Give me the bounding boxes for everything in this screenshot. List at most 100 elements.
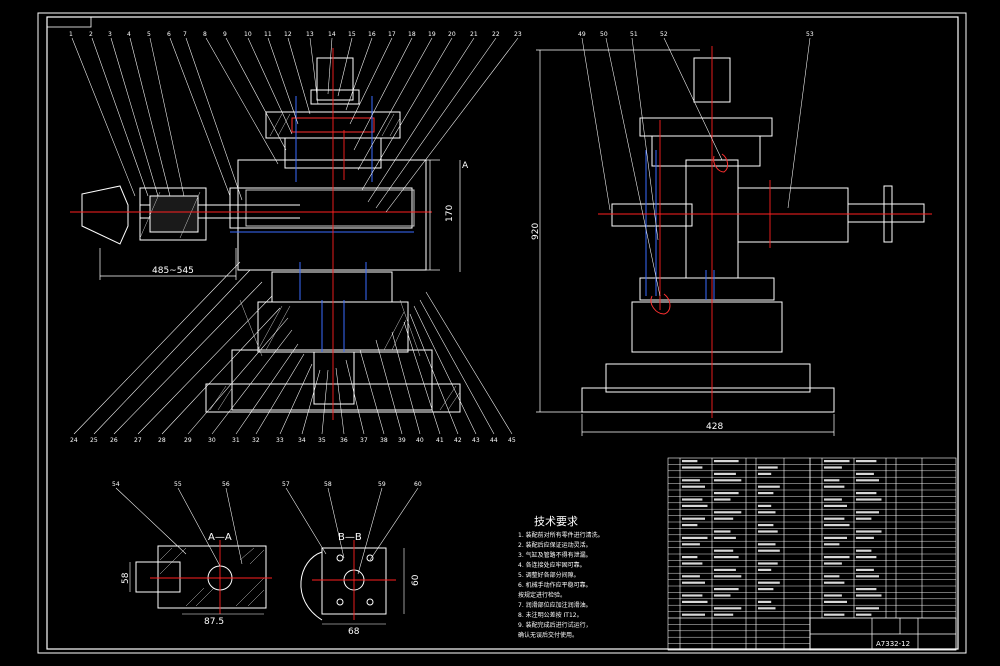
parts-list-cell-mark bbox=[824, 466, 842, 469]
section-b-hole bbox=[366, 598, 374, 606]
parts-list-cell-mark bbox=[682, 613, 705, 616]
balloon-label: 38 bbox=[380, 437, 388, 444]
lower-column bbox=[271, 271, 393, 303]
side-upper-block bbox=[651, 135, 761, 167]
section-a-balloons: 54 55 56 bbox=[112, 481, 230, 488]
parts-list-cell-mark bbox=[714, 588, 739, 591]
parts-list-cell-mark bbox=[824, 613, 845, 616]
parts-list-cell-mark bbox=[682, 600, 708, 603]
parts-list-cell-mark bbox=[856, 607, 879, 610]
leader-lines-bottom bbox=[73, 261, 513, 435]
parts-list-cell-mark bbox=[758, 600, 772, 603]
outer-frame bbox=[37, 12, 967, 654]
parts-list-cell-mark bbox=[682, 504, 708, 507]
parts-list-cell-mark bbox=[714, 498, 731, 501]
inner-border bbox=[46, 16, 959, 650]
parts-list-cell-mark bbox=[758, 549, 780, 552]
parts-list-cell-mark bbox=[758, 485, 780, 488]
balloon-label: 4 bbox=[127, 31, 131, 38]
gripper-body bbox=[139, 187, 207, 241]
section-b-hole bbox=[336, 554, 344, 562]
balloon-label: 41 bbox=[436, 437, 444, 444]
parts-list-cell-mark bbox=[824, 504, 847, 507]
balloon-label: 58 bbox=[324, 481, 332, 488]
parts-list-cell-mark bbox=[824, 594, 842, 597]
parts-list-cell-mark bbox=[856, 530, 882, 533]
section-b-arc bbox=[300, 551, 323, 621]
balloon-label: 57 bbox=[282, 481, 290, 488]
balloon-label: 39 bbox=[398, 437, 406, 444]
parts-list-cell-mark bbox=[758, 524, 774, 527]
balloon-label: 31 bbox=[232, 437, 240, 444]
parts-list-cell-mark bbox=[856, 575, 879, 578]
parts-list-cell-mark bbox=[758, 607, 776, 610]
parts-list-cell-mark bbox=[856, 594, 882, 597]
balloon-label: 40 bbox=[416, 437, 424, 444]
section-a-view bbox=[135, 545, 267, 609]
parts-list-cell-mark bbox=[824, 517, 845, 520]
balloon-label: 6 bbox=[167, 31, 171, 38]
parts-list-cell-mark bbox=[758, 466, 778, 469]
balloon-label: 28 bbox=[158, 437, 166, 444]
parts-list-cell-mark bbox=[856, 613, 872, 616]
tech-requirement-item: 6. 机械手动作应平稳可靠。 bbox=[518, 581, 592, 589]
side-arm-end bbox=[847, 203, 925, 223]
parts-list-cell-mark bbox=[758, 472, 772, 475]
arm-cylinder bbox=[245, 189, 415, 227]
balloon-label: 42 bbox=[454, 437, 462, 444]
tech-requirement-item: 确认无误后交付使用。 bbox=[518, 631, 578, 639]
parts-list-cell-mark bbox=[682, 517, 705, 520]
parts-list-cell-mark bbox=[714, 492, 739, 495]
parts-list-cell-mark bbox=[714, 549, 734, 552]
balloon-label: 15 bbox=[348, 31, 356, 38]
parts-list-cell-mark bbox=[856, 479, 879, 482]
side-foot bbox=[581, 387, 835, 413]
parts-list-cell-mark bbox=[824, 581, 845, 584]
balloon-label: 52 bbox=[660, 31, 668, 38]
parts-list-cell-mark bbox=[758, 543, 776, 546]
parts-list-cell-mark bbox=[856, 498, 882, 501]
balloon-label: 45 bbox=[508, 437, 516, 444]
balloon-label: 50 bbox=[600, 31, 608, 38]
balloon-label: 21 bbox=[470, 31, 478, 38]
parts-list-cell-mark bbox=[682, 498, 703, 501]
balloon-label: 56 bbox=[222, 481, 230, 488]
balloon-label: 34 bbox=[298, 437, 306, 444]
arm-sleeve bbox=[229, 187, 413, 229]
section-a-centerlines bbox=[150, 540, 272, 614]
section-b-hole bbox=[336, 598, 344, 606]
balloon-label: 11 bbox=[264, 31, 272, 38]
parts-list-rows bbox=[668, 464, 956, 651]
section-a-title: A—A bbox=[208, 532, 232, 543]
tech-requirement-item: 按规定进行检验。 bbox=[518, 591, 566, 599]
balloon-label: 23 bbox=[514, 31, 522, 38]
balloon-labels-top: 1 2 3 4 5 6 7 8 9 10 11 12 13 14 15 16 1… bbox=[69, 31, 522, 38]
parts-list-cell-mark bbox=[856, 492, 877, 495]
tech-requirement-item: 9. 装配完成后进行试运行， bbox=[518, 621, 592, 629]
parts-list-cell-mark bbox=[714, 575, 742, 578]
leader-lines-top bbox=[71, 37, 519, 213]
parts-list-cell-mark bbox=[682, 594, 703, 597]
side-dimensions bbox=[536, 49, 835, 436]
parts-list-cell-mark bbox=[714, 536, 736, 539]
section-cut-marker: A bbox=[462, 161, 469, 171]
balloon-label: 19 bbox=[428, 31, 436, 38]
balloon-label: 17 bbox=[388, 31, 396, 38]
section-b-leaders bbox=[285, 487, 419, 575]
parts-list-cell-mark bbox=[682, 543, 700, 546]
parts-list-cell-mark bbox=[682, 524, 698, 527]
parts-list-cell-mark bbox=[824, 460, 850, 463]
balloon-label: 29 bbox=[184, 437, 192, 444]
parts-list-cell-mark bbox=[682, 581, 705, 584]
parts-list-cell-mark bbox=[758, 530, 778, 533]
dim-section-b-width: 68 bbox=[348, 627, 360, 637]
balloon-label: 43 bbox=[472, 437, 480, 444]
balloon-label: 5 bbox=[147, 31, 151, 38]
section-b-hole bbox=[366, 554, 374, 562]
side-centerlines bbox=[598, 46, 932, 418]
front-hatching bbox=[139, 113, 461, 411]
balloon-label: 51 bbox=[630, 31, 638, 38]
side-lower-plate bbox=[639, 277, 775, 301]
parts-list-cell-mark bbox=[758, 588, 774, 591]
